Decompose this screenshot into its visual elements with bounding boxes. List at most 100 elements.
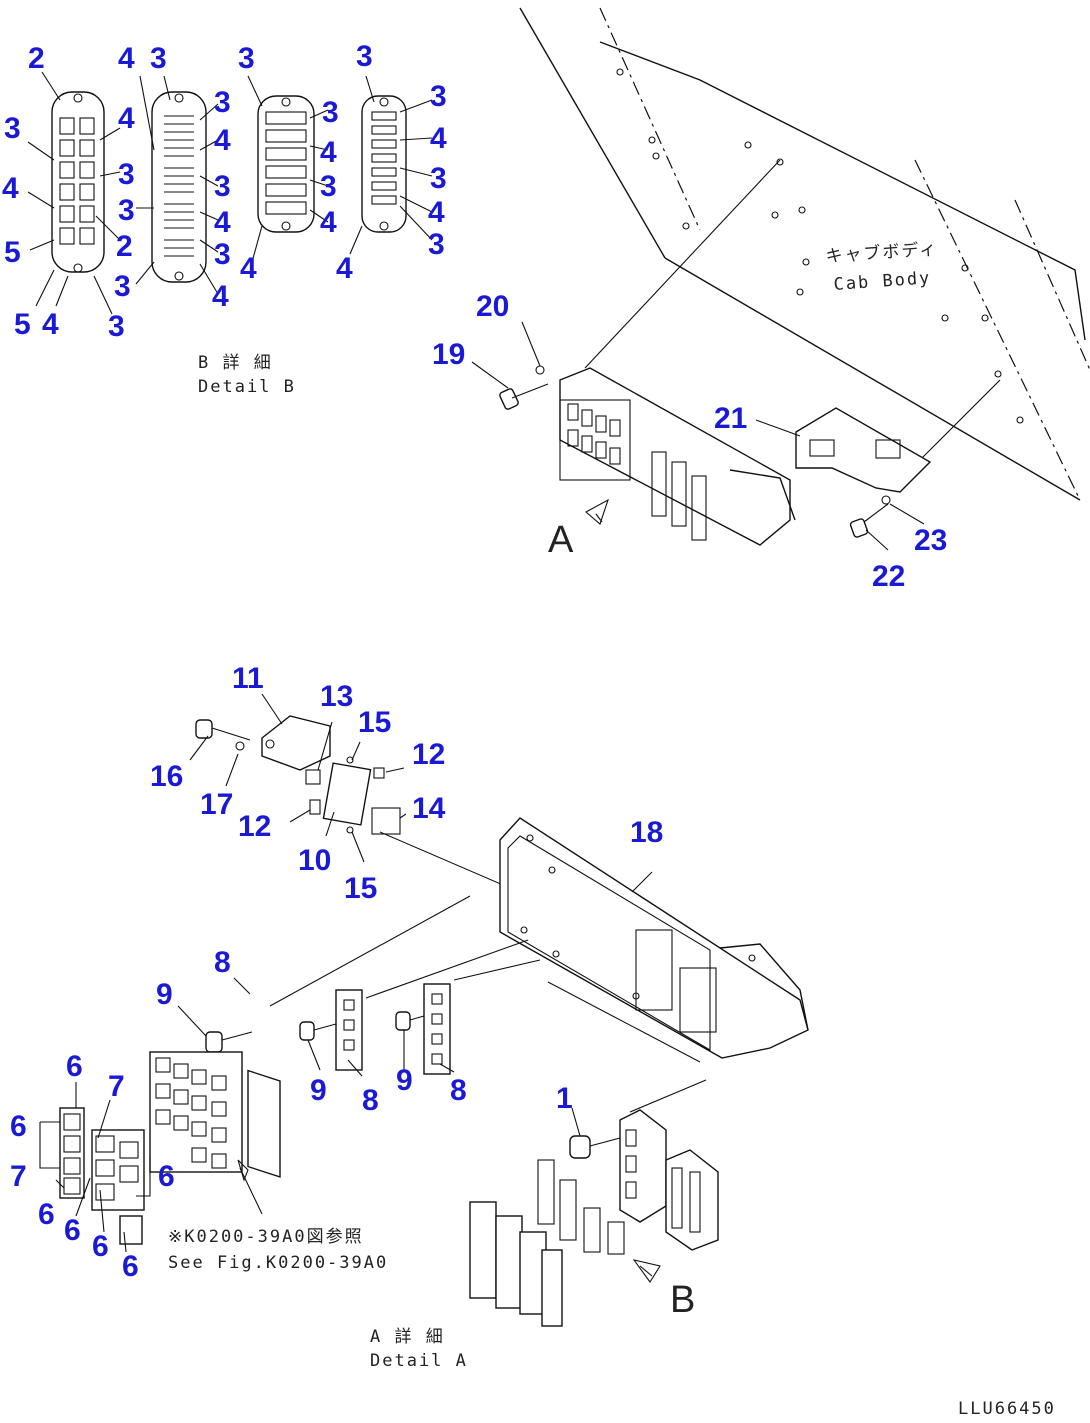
view-arrow-a [585,498,609,525]
callout-3: 3 [108,310,125,343]
block-10 [322,762,372,826]
callout-9: 9 [310,1074,327,1107]
fuse-holders [469,1201,563,1327]
callout-3: 3 [238,42,255,75]
callout-3: 3 [430,162,447,195]
clip-12b [373,767,385,779]
callout-numbers: 2 3 4 5 5 4 3 4 3 2 3 3 4 3 3 4 3 4 3 4 … [2,40,947,1283]
callout-6: 6 [158,1160,175,1193]
relay-group-6 [59,1107,145,1245]
callout-8: 8 [214,946,231,979]
callout-4: 4 [214,206,231,239]
detail-b-caption-jp: B 詳 細 [198,353,273,373]
callout-4: 4 [430,122,447,155]
callout-4: 4 [2,172,19,205]
callout-7: 7 [108,1070,125,1103]
pin-15b [346,826,354,834]
callout-4: 4 [428,196,445,229]
callout-5: 5 [4,236,21,269]
fuse-strip-4 [361,95,407,233]
loose-fuses [537,1159,625,1255]
relay-6-bottom [119,1215,143,1245]
callout-4: 4 [320,136,337,169]
captions: B 詳 細 Detail B キャブボディ Cab Body ※K0200-39… [168,238,1056,1419]
callout-3: 3 [214,238,231,271]
detail-a-caption-jp: A 詳 細 [370,1327,445,1347]
view-a-label: A [548,519,574,561]
callout-6: 6 [66,1050,83,1083]
callout-20: 20 [476,290,509,323]
callout-10: 10 [298,844,331,877]
detail-a-leaders [177,693,581,1137]
cover-21 [795,407,932,493]
callout-2: 2 [28,42,45,75]
clip-12a [309,799,321,815]
relay-cluster [149,1051,243,1173]
callout-3: 3 [430,80,447,113]
callout-4: 4 [118,42,135,75]
callout-4: 4 [118,102,135,135]
callout-4: 4 [240,252,257,285]
callout-7: 7 [10,1160,27,1193]
callout-12: 12 [238,810,271,843]
callout-4: 4 [336,252,353,285]
callout-3: 3 [114,270,131,303]
fuse-strip-1 [51,91,105,273]
detail-b-leaders [27,71,433,315]
callout-15: 15 [358,706,391,739]
callout-22: 22 [872,560,905,593]
callout-2: 2 [116,230,133,263]
washer-17 [235,741,245,751]
callout-4: 4 [214,124,231,157]
fuse-box-assembled [471,159,1001,551]
callout-3: 3 [118,158,135,191]
callout-3: 3 [214,170,231,203]
callout-3: 3 [428,228,445,261]
callout-6: 6 [92,1230,109,1263]
callout-17: 17 [200,788,233,821]
frame-18 [499,817,809,1063]
detail-a-group [39,715,809,1327]
cab-body-label-en: Cab Body [833,268,932,295]
callout-8: 8 [450,1074,467,1107]
callout-3: 3 [4,112,21,145]
clip-13 [305,769,321,785]
callout-9: 9 [156,978,173,1011]
callout-11: 11 [232,662,264,695]
callout-21: 21 [714,402,747,435]
bolt-22 [849,518,869,538]
callout-5: 5 [14,308,31,341]
plate-14 [371,807,401,835]
washer-23 [881,495,891,505]
drawing-code: LLU66450 [958,1399,1056,1419]
relay-bracket-8a [247,1069,281,1178]
detail-b-caption-en: Detail B [198,377,296,397]
callout-12: 12 [412,738,445,771]
fuse-block-1 [619,1109,719,1251]
callout-4: 4 [320,206,337,239]
callout-23: 23 [914,524,947,557]
screw-9c [395,1011,411,1031]
detail-b-group [27,71,433,315]
screw-16 [195,719,213,739]
cab-body-label-jp: キャブボディ [825,238,939,267]
view-arrow-b [632,1259,661,1283]
callout-6: 6 [64,1214,81,1247]
callout-9: 9 [396,1064,413,1097]
callout-1: 1 [556,1082,573,1115]
screw-1 [569,1135,591,1159]
callout-6: 6 [122,1250,139,1283]
callout-14: 14 [412,792,446,825]
bracket-11 [261,715,331,771]
callout-15: 15 [344,872,377,905]
pin-15a [346,756,354,764]
callout-18: 18 [630,816,663,849]
callout-3: 3 [322,96,339,129]
callout-6: 6 [38,1198,55,1231]
washer-20 [535,365,545,375]
callout-4: 4 [42,308,59,341]
bolt-19 [499,383,549,410]
cab-body-panel [519,7,1090,501]
